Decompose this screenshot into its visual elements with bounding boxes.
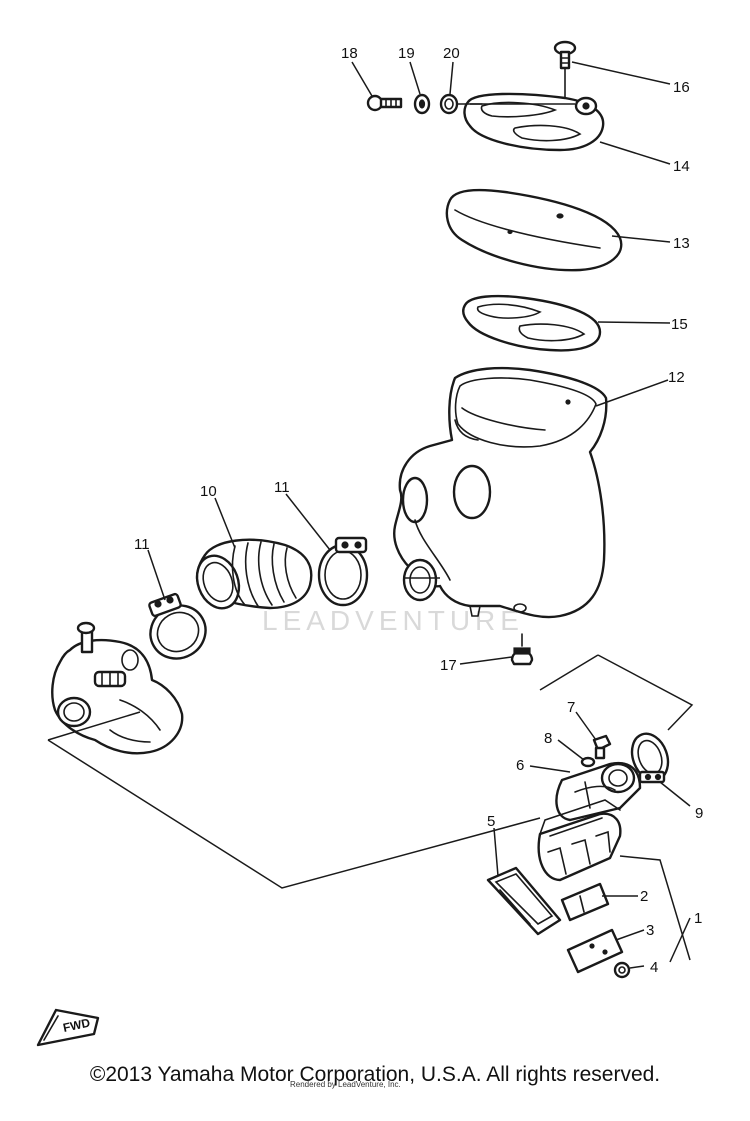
intake-joint-10	[195, 538, 313, 610]
callout-1: 1	[694, 910, 702, 927]
hose-clamp-11-lower	[148, 592, 207, 660]
hose-clamp-11-upper	[317, 536, 369, 607]
callout-leaders	[147, 61, 691, 969]
callout-12: 12	[668, 369, 685, 386]
callout-5: 5	[487, 813, 495, 830]
reed-stopper-3	[566, 928, 624, 974]
callout-9: 9	[695, 805, 703, 822]
callout-3: 3	[646, 922, 654, 939]
filter-element-13	[445, 188, 623, 272]
fwd-arrow-icon: FWD	[36, 1008, 100, 1047]
carburetor	[51, 621, 184, 755]
callout-11-lower: 11	[134, 536, 150, 553]
callout-20: 20	[443, 45, 460, 62]
callout-16: 16	[673, 79, 690, 96]
washer-19	[413, 93, 431, 115]
callout-7: 7	[567, 699, 575, 716]
gasket-5	[486, 866, 562, 936]
grommet-17	[510, 633, 534, 666]
gasket-15	[462, 294, 602, 352]
callout-numbers: 18 19 20 16 14 13 15 12 10 11 11 17 7 8 …	[134, 45, 703, 976]
cover-plate-14	[456, 92, 605, 152]
callout-17: 17	[440, 657, 457, 674]
reed-block-1	[537, 799, 622, 882]
reed-petal-2	[560, 882, 610, 922]
callout-19: 19	[398, 45, 415, 62]
bolt-18	[366, 94, 403, 112]
callout-15: 15	[671, 316, 688, 333]
washer-8	[580, 756, 596, 768]
callout-11-upper: 11	[274, 479, 290, 496]
callout-14: 14	[673, 158, 690, 175]
flange-clamp-9	[630, 732, 670, 784]
credit-text: Rendered by LeadVenture, Inc.	[290, 1080, 401, 1089]
callout-10: 10	[200, 483, 217, 500]
callout-8: 8	[544, 730, 552, 747]
callout-6: 6	[516, 757, 524, 774]
bolt-7	[592, 734, 612, 760]
callout-13: 13	[673, 235, 690, 252]
nut-20	[439, 93, 459, 115]
callout-18: 18	[341, 45, 358, 62]
air-box-12	[393, 366, 608, 619]
copyright-text: ©2013 Yamaha Motor Corporation, U.S.A. A…	[89, 1063, 661, 1086]
fwd-label: FWD	[62, 1015, 92, 1034]
callout-2: 2	[640, 888, 648, 905]
screw-4	[613, 961, 631, 979]
callout-4: 4	[650, 959, 658, 976]
manifold-6	[555, 761, 642, 822]
watermark-text: LEADVENTURE	[262, 605, 524, 636]
connection-lines	[47, 103, 694, 889]
screw-16	[553, 40, 577, 117]
